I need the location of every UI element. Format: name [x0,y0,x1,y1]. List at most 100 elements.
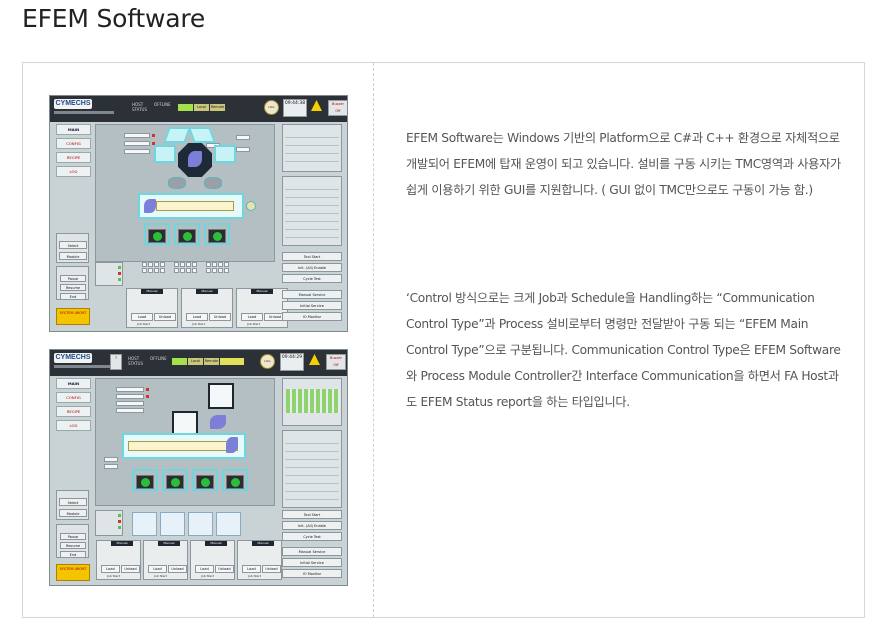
loadlock-right[interactable] [204,177,222,189]
load-port-panel-2: Manual Load Unload Job Start [181,288,233,328]
resume-button[interactable]: Resume [60,542,86,549]
stage-station[interactable] [172,411,198,437]
unload-button[interactable]: Unload [215,565,234,573]
status-led [152,134,155,137]
job-start-button[interactable]: Job Start [107,574,120,578]
initial-service-button[interactable]: Initial Service [282,558,342,567]
aligner-icon[interactable] [246,201,256,211]
system-abort-button[interactable]: SYSTEM ABORT [56,564,90,581]
status-led [146,395,149,398]
warning-icon[interactable] [309,354,320,365]
load-port-4[interactable] [226,475,244,489]
load-port-frame [204,223,230,245]
login-icon[interactable]: LOG [260,354,275,369]
io-monitor-button[interactable]: IO Monitor [282,569,342,578]
resume-button[interactable]: Resume [60,284,86,291]
stage-station[interactable] [208,383,234,409]
process-chamber[interactable] [188,127,216,143]
tm-robot-icon [210,415,226,429]
io-monitor-button[interactable]: IO Monitor [282,312,342,321]
nav-config[interactable]: CONFIG [56,392,91,403]
tool-start-button[interactable]: Tool Start [282,510,342,519]
load-button[interactable]: Load [242,565,261,573]
job-control-panel: Pause Resume End [56,524,89,558]
manual-service-button[interactable]: Manual Service [282,547,342,556]
module-button[interactable]: Module [59,252,87,260]
end-button[interactable]: End [60,551,86,558]
process-chamber[interactable] [154,145,176,163]
mode-chip-offline [172,358,187,365]
load-button[interactable]: Load [186,313,208,321]
process-chamber[interactable] [214,145,236,163]
job-start-button[interactable]: Job Start [154,574,167,578]
nav-main[interactable]: MAIN [56,124,91,135]
nav-recipe[interactable]: RECIPE [56,152,91,163]
job-start-button[interactable]: Job Start [137,322,150,326]
nav-main[interactable]: MAIN [56,378,91,389]
job-start-button[interactable]: Job Start [248,574,261,578]
mode-chip-offline [178,104,193,111]
load-port-panel-1: Manual Load Unload Job Start [96,540,141,580]
load-port-3[interactable] [196,475,214,489]
tool-start-button[interactable]: Tool Start [282,252,342,261]
job-start-button[interactable]: Job Start [192,322,205,326]
page-title: EFEM Software [22,4,206,33]
load-button[interactable]: Load [195,565,214,573]
end-button[interactable]: End [60,293,86,300]
status-field [116,401,144,406]
job-control-panel: Pause Resume End [56,266,89,300]
cycle-test-button[interactable]: Cycle Test [282,532,342,541]
login-icon[interactable]: LOG [264,100,279,115]
status-field [116,387,144,392]
carrier-slot[interactable] [132,512,157,536]
load-port-1[interactable] [148,229,166,243]
load-button[interactable]: Load [148,565,167,573]
mode-offline: OFFLINE [154,102,171,107]
nav-config[interactable]: CONFIG [56,138,91,149]
job-start-button[interactable]: Job Start [201,574,214,578]
initial-service-button[interactable]: Initial Service [282,301,342,310]
unload-button[interactable]: Unload [168,565,187,573]
load-button[interactable]: Load [241,313,263,321]
init-enable-button[interactable]: Init. (All) Enable [282,521,342,530]
load-port-1[interactable] [136,475,154,489]
unload-button[interactable]: Unload [154,313,176,321]
job-start-button[interactable]: Job Start [247,322,260,326]
module-button[interactable]: Module [59,509,87,517]
load-port-3[interactable] [208,229,226,243]
system-abort-button[interactable]: SYSTEM ABORT [56,308,90,325]
process-chamber[interactable] [163,127,191,143]
cymechs-logo: CYMECHS [54,99,92,109]
nav-recipe[interactable]: RECIPE [56,406,91,417]
load-port-2[interactable] [166,475,184,489]
load-port-frame [162,469,188,491]
select-button[interactable]: Select [59,241,87,249]
loadlock-left[interactable] [168,177,186,189]
manual-service-button[interactable]: Manual Service [282,290,342,299]
pause-button[interactable]: Pause [60,533,86,540]
carrier-slot[interactable] [160,512,185,536]
pause-button[interactable]: Pause [60,275,86,282]
legend-panel [95,262,123,286]
load-port-panel-1: Manual Load Unload Job Start [126,288,178,328]
select-button[interactable]: Select [59,498,87,506]
carrier-slot[interactable] [216,512,241,536]
load-button[interactable]: Load [131,313,153,321]
nav-log[interactable]: LOG [56,166,91,177]
nav-log[interactable]: LOG [56,420,91,431]
carrier-slot[interactable] [188,512,213,536]
cycle-test-button[interactable]: Cycle Test [282,274,342,283]
help-icon[interactable]: ? [110,354,122,370]
init-enable-button[interactable]: Init. (All) Enable [282,263,342,272]
pos-field [104,464,118,469]
load-button[interactable]: Load [101,565,120,573]
load-port-2[interactable] [178,229,196,243]
unload-button[interactable]: Unload [121,565,140,573]
warning-icon[interactable] [311,100,322,111]
unload-button[interactable]: Unload [262,565,281,573]
unload-button[interactable]: Unload [209,313,231,321]
